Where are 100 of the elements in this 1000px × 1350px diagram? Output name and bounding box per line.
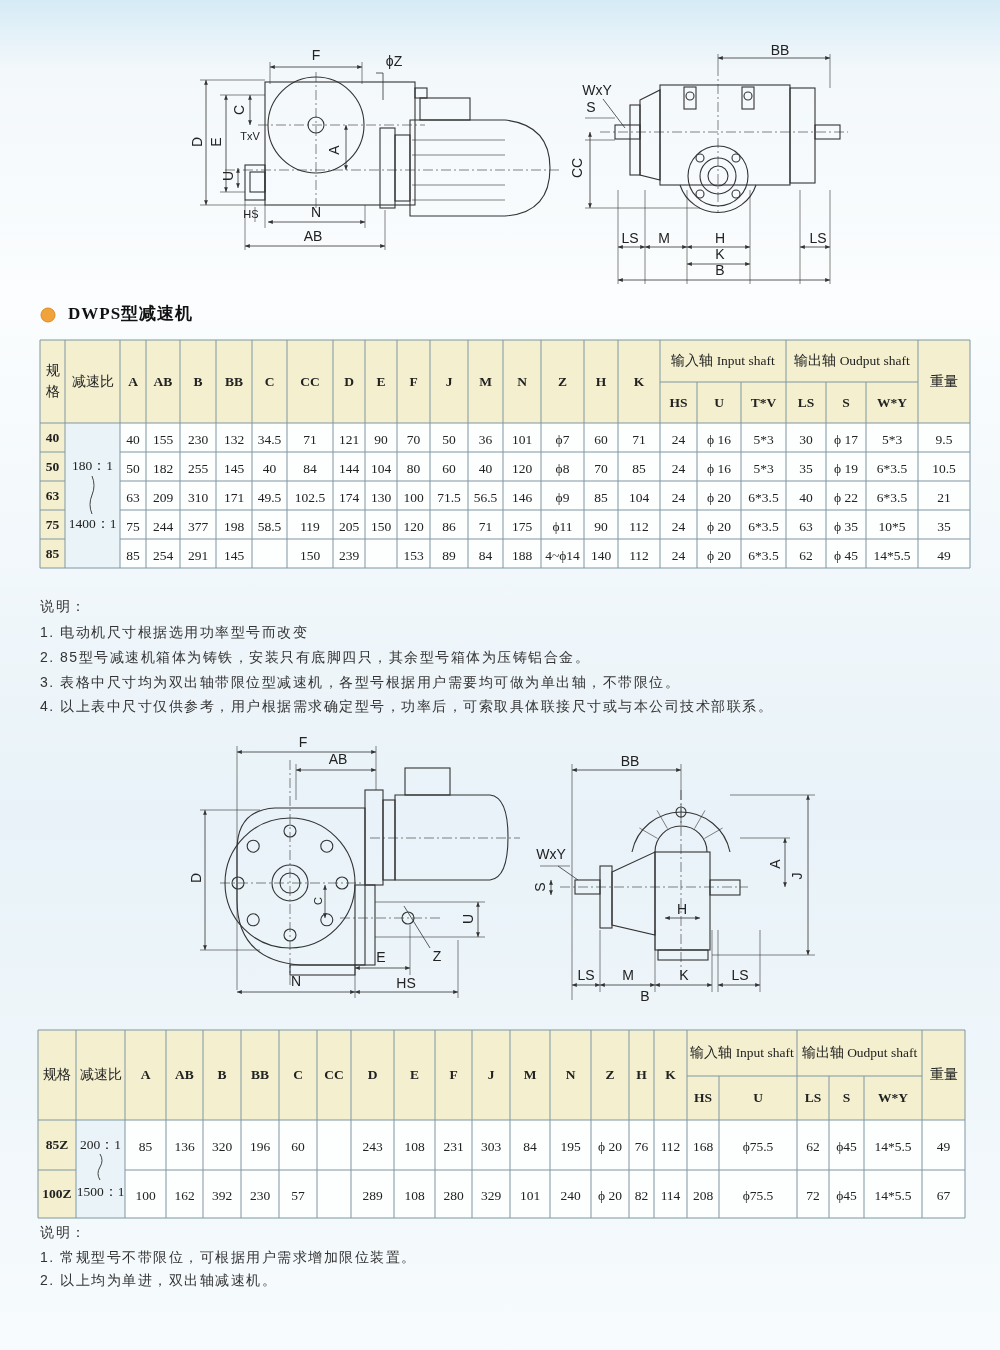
table-text: 60 — [442, 461, 456, 476]
table-text: 36 — [478, 432, 493, 447]
table-text: 112 — [629, 519, 649, 534]
table-text: 104 — [628, 490, 650, 505]
table-text: 63 — [126, 490, 140, 505]
table-text: 14*5.5 — [873, 548, 911, 563]
note-text: 3. 表格中尺寸均为双出轴带限位型减速机，各型号根据用户需要均可做为单出轴，不带限位。 — [40, 675, 681, 691]
dimension-label: TxV — [240, 129, 260, 143]
dimension-label: F — [298, 735, 308, 751]
table-text: 72 — [806, 1188, 820, 1204]
column-header: H — [595, 374, 607, 389]
dimension-label: J — [790, 872, 806, 880]
table-text: 108 — [404, 1139, 425, 1155]
table-text: 329 — [480, 1188, 502, 1204]
table-text: 120 — [403, 519, 424, 534]
table-text: 1500：1 — [76, 1184, 125, 1200]
column-header: 输入轴 Input shaft — [690, 1045, 794, 1061]
column-header: LS — [797, 395, 815, 410]
table-text: ϕ7 — [555, 432, 570, 447]
table-text: 114 — [660, 1188, 681, 1204]
table-text: 320 — [211, 1139, 233, 1155]
table-text: 280 — [443, 1188, 464, 1204]
dimension-label: H — [676, 902, 688, 918]
column-header: J — [487, 1067, 495, 1083]
column-header: F — [409, 374, 418, 389]
column-header: CC — [324, 1067, 344, 1083]
table-text: 289 — [362, 1188, 383, 1204]
dimension-label: LS — [731, 968, 749, 984]
dimension-label: U — [461, 913, 477, 925]
dimension-label: M — [658, 231, 670, 247]
table-text: 231 — [443, 1139, 464, 1155]
column-header: E — [376, 374, 386, 389]
table-text: 100 — [403, 490, 424, 505]
table-text: 6*3.5 — [876, 461, 908, 476]
table-text: 24 — [671, 490, 686, 505]
table-text: 205 — [338, 519, 360, 534]
table-text: 171 — [223, 490, 245, 505]
table-text: 168 — [692, 1139, 714, 1155]
table-text: ϕ75.5 — [742, 1188, 774, 1204]
table-text: 130 — [370, 490, 392, 505]
table-text: 188 — [511, 548, 533, 563]
table-text: 182 — [152, 461, 174, 476]
table-text: 140 — [590, 548, 612, 563]
dimension-label: K — [715, 247, 725, 263]
table-text: 50 — [126, 461, 140, 476]
table-text: ϕ45 — [836, 1188, 857, 1204]
table-text: ϕ 19 — [834, 461, 858, 476]
note-text: 4. 以上表中尺寸仅供参考，用户根据需求确定型号，功率后，可索取具体联接尺寸或与本公司技术部联系。 — [40, 699, 774, 715]
table-text: 67 — [936, 1188, 951, 1204]
table-text: 136 — [174, 1139, 195, 1155]
table-text: 85 — [594, 490, 608, 505]
table-text: 144 — [338, 461, 360, 476]
table-text: 195 — [560, 1139, 581, 1155]
dimension-label: C — [232, 104, 248, 116]
column-header: W*Y — [878, 1090, 908, 1106]
table-text: 85 — [126, 548, 140, 563]
note-text: 2. 85型号减速机箱体为铸铁，安装只有底脚四只，其余型号箱体为压铸铝合金。 — [40, 650, 591, 666]
column-header: F — [449, 1067, 458, 1083]
dimension-label: F — [311, 48, 321, 64]
table-text: 85 — [632, 461, 646, 476]
dimension-label: ϕZ — [385, 54, 403, 70]
dimension-label: N — [310, 205, 322, 221]
dimension-label: D — [190, 136, 206, 148]
table-text: 112 — [629, 548, 649, 563]
table-text: 63 — [799, 519, 813, 534]
table-text: 108 — [404, 1188, 425, 1204]
table-text: 49.5 — [257, 490, 282, 505]
table-text: 35 — [937, 519, 951, 534]
dimension-label: S — [533, 882, 549, 892]
dimension-label: A — [327, 145, 343, 155]
column-header: 输出轴 Oudput shaft — [794, 353, 910, 369]
table-text: 310 — [187, 490, 209, 505]
table-text: ϕ75.5 — [742, 1139, 774, 1155]
table-text: 5*3 — [753, 461, 774, 476]
table-text: 58.5 — [257, 519, 282, 534]
table-text: 84 — [303, 461, 317, 476]
table-text: ϕ 20 — [707, 548, 731, 563]
table-text: 162 — [174, 1188, 195, 1204]
table-text: 101 — [511, 432, 533, 447]
column-header: B — [217, 1067, 227, 1083]
column-header: HS — [694, 1090, 712, 1106]
column-header: A — [128, 374, 138, 389]
table-text: 40 — [799, 490, 813, 505]
dimension-label: WxY — [582, 83, 612, 99]
table-text: ϕ 20 — [598, 1139, 622, 1155]
column-header: BB — [225, 374, 243, 389]
column-header: BB — [251, 1067, 269, 1083]
column-header: N — [565, 1067, 576, 1083]
column-header: 规格 — [45, 361, 60, 402]
column-header: D — [367, 1067, 378, 1083]
dimension-label: A — [768, 859, 784, 869]
table-text: ϕ 20 — [707, 490, 731, 505]
table-text: ϕ 45 — [834, 548, 858, 563]
column-header: AB — [175, 1067, 194, 1083]
column-header: U — [753, 1090, 763, 1106]
table-text: 24 — [671, 519, 686, 534]
table-text: ϕ 16 — [707, 432, 731, 447]
table-text: 30 — [799, 432, 813, 447]
table-text: 132 — [223, 432, 245, 447]
dimension-label: N — [290, 974, 302, 990]
